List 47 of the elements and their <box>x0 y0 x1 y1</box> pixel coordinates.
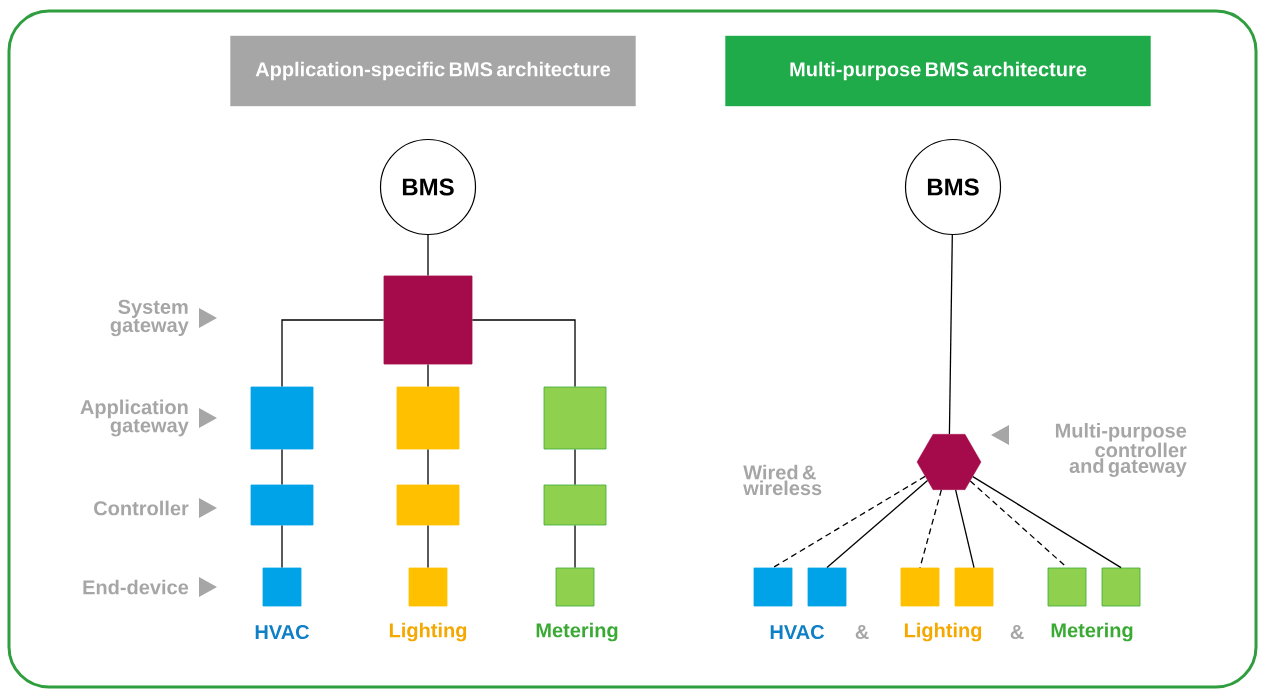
device-box <box>900 567 940 607</box>
connector-line <box>826 479 929 569</box>
connector-line <box>972 475 1122 569</box>
device-box <box>250 386 314 450</box>
side-label: & <box>855 625 869 639</box>
device-box <box>543 484 607 526</box>
device-box <box>262 567 302 607</box>
side-label: Wired & wireless <box>743 464 822 496</box>
connector-line <box>427 524 429 569</box>
device-box <box>250 484 314 526</box>
side-label: Controller <box>94 500 189 516</box>
connector-line <box>919 489 942 569</box>
device-box <box>396 484 460 526</box>
device-box <box>555 567 595 607</box>
side-label: End-device <box>83 579 189 595</box>
device-box <box>396 386 460 450</box>
side-label: HVAC <box>255 624 310 640</box>
side-label: Multi-purpose controller and gateway <box>1055 423 1187 478</box>
device-box <box>807 567 847 607</box>
connector-line <box>281 319 385 388</box>
connector-line <box>281 524 283 569</box>
connector-line <box>471 319 576 388</box>
device-box <box>1047 567 1087 607</box>
connector-line <box>281 448 283 486</box>
device-box <box>543 386 607 450</box>
side-label: Application gateway <box>80 399 189 437</box>
connector-line <box>427 234 429 277</box>
connector-line <box>954 489 975 569</box>
gateway-square <box>383 275 473 365</box>
side-label: HVAC <box>770 624 825 640</box>
title-box: Application-specific BMS architecture <box>230 35 636 107</box>
connector-line <box>574 448 576 486</box>
device-box <box>1101 567 1141 607</box>
connector-line <box>427 363 429 388</box>
connector-line <box>948 234 953 435</box>
side-label: & <box>1010 625 1024 639</box>
device-box <box>408 567 448 607</box>
side-label: Lighting <box>904 622 982 642</box>
connector-line <box>427 448 429 486</box>
side-label: System gateway <box>110 299 189 337</box>
title-box: Multi-purpose BMS architecture <box>725 35 1151 107</box>
device-box <box>954 567 994 607</box>
connector-line <box>574 524 576 569</box>
connector-line <box>772 475 926 569</box>
device-box <box>753 567 793 607</box>
controller-hexagon <box>916 434 982 490</box>
side-label: Metering <box>1051 622 1133 642</box>
